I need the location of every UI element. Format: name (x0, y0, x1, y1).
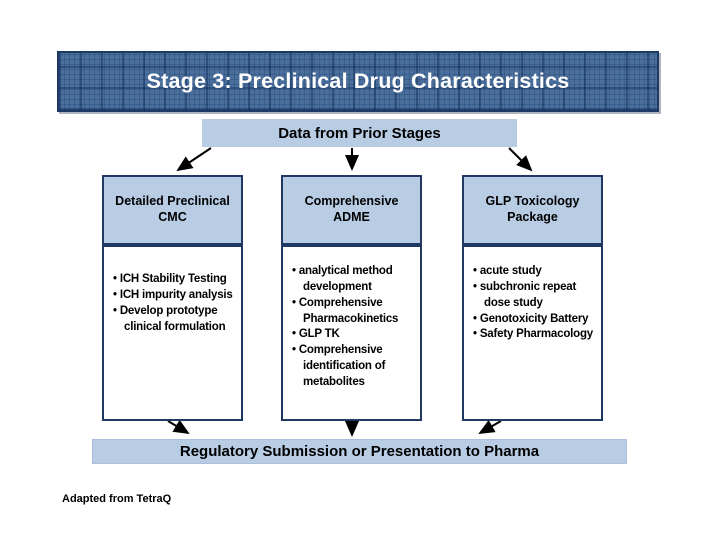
adme-items-box: analytical method development Comprehens… (281, 245, 422, 421)
data-from-prior-stages-label: Data from Prior Stages (278, 124, 441, 142)
tox-items-list: acute study subchronic repeat dose study… (464, 247, 601, 343)
source-attribution: Adapted from TetraQ (62, 493, 172, 505)
list-item: Genotoxicity Battery (469, 312, 598, 328)
list-item: ICH Stability Testing (109, 272, 238, 288)
regulatory-submission-label: Regulatory Submission or Presentation to… (179, 443, 540, 460)
adme-header-box: Comprehensive ADME (281, 175, 422, 245)
regulatory-submission-bar: Regulatory Submission or Presentation to… (92, 439, 627, 464)
list-item: GLP TK (288, 327, 417, 343)
list-item: Develop prototype clinical formulation (109, 304, 238, 336)
arrow-source-to-cmc-icon (176, 147, 212, 172)
title-banner: Stage 3: Preclinical Drug Characteristic… (57, 51, 659, 112)
cmc-items-list: ICH Stability Testing ICH impurity analy… (104, 247, 241, 335)
list-item: Safety Pharmacology (469, 327, 598, 343)
cmc-header-box: Detailed Preclinical CMC (102, 175, 243, 245)
tox-items-box: acute study subchronic repeat dose study… (462, 245, 603, 421)
list-item: Comprehensive identification of metaboli… (288, 343, 417, 391)
list-item: subchronic repeat dose study (469, 280, 598, 312)
data-from-prior-stages-box: Data from Prior Stages (202, 119, 517, 147)
column-glp-toxicology: GLP Toxicology Package acute study subch… (462, 175, 603, 421)
list-item: Comprehensive Pharmacokinetics (288, 296, 417, 328)
column-preclinical-cmc: Detailed Preclinical CMC ICH Stability T… (102, 175, 243, 421)
tox-header-box: GLP Toxicology Package (462, 175, 603, 245)
cmc-items-box: ICH Stability Testing ICH impurity analy… (102, 245, 243, 421)
adme-items-list: analytical method development Comprehens… (283, 247, 420, 391)
slide-title: Stage 3: Preclinical Drug Characteristic… (146, 69, 570, 93)
arrow-cmc-to-submission-icon (167, 419, 190, 435)
tox-header-label: GLP Toxicology Package (485, 194, 580, 224)
adme-header-label: Comprehensive ADME (304, 194, 399, 224)
list-item: acute study (469, 264, 598, 280)
list-item: analytical method development (288, 264, 417, 296)
list-item: ICH impurity analysis (109, 288, 238, 304)
column-comprehensive-adme: Comprehensive ADME analytical method dev… (281, 175, 422, 421)
arrow-source-to-tox-icon (508, 147, 533, 172)
cmc-header-label: Detailed Preclinical CMC (115, 194, 230, 224)
arrow-tox-to-submission-icon (478, 419, 502, 434)
